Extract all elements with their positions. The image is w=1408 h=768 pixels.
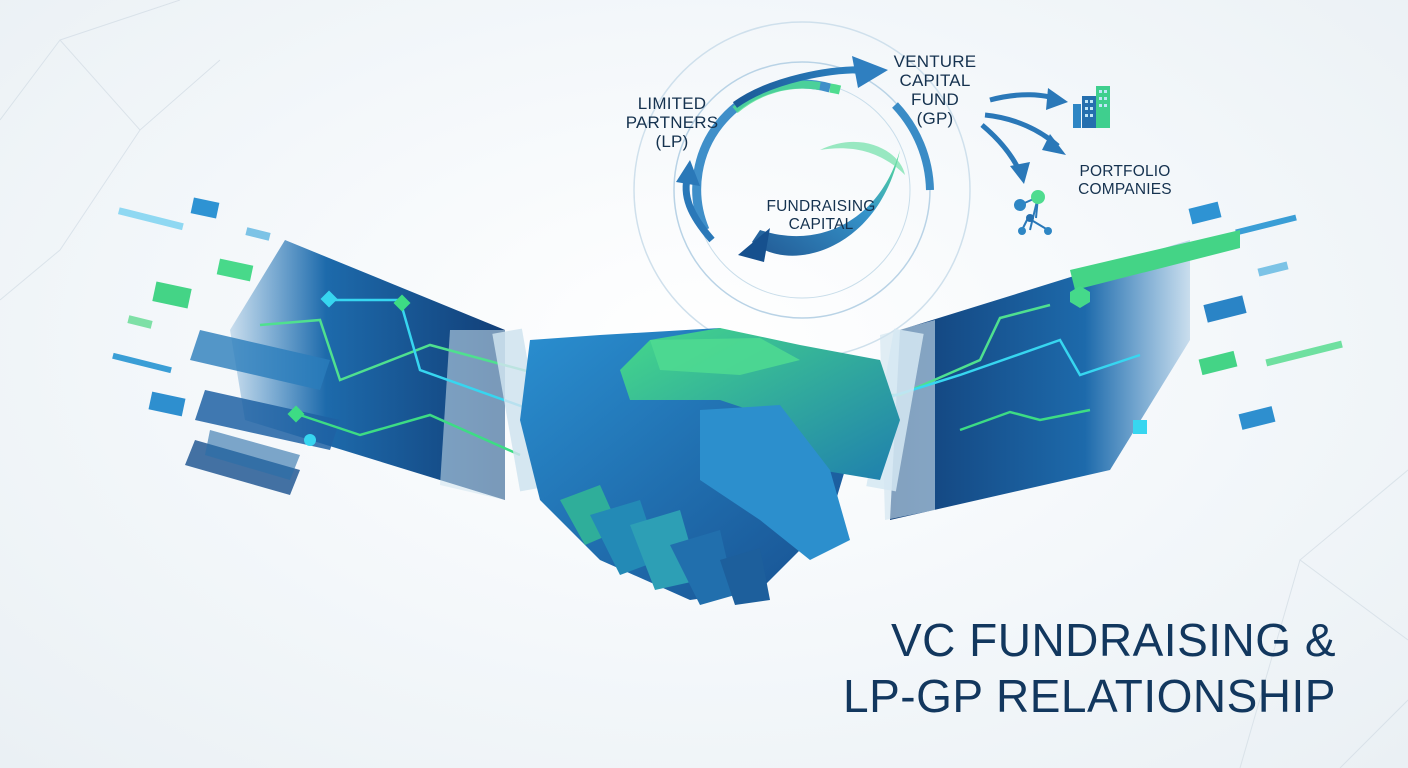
node-limited-partners: LIMITED PARTNERS (LP)	[625, 94, 719, 151]
handshake-illustration	[520, 328, 900, 605]
page-title: VC FUNDRAISING & LP-GP RELATIONSHIP	[843, 614, 1336, 722]
right-sleeve	[880, 201, 1343, 520]
buildings-icon	[1073, 86, 1110, 128]
node-portfolio-companies: PORTFOLIO COMPANIES	[1078, 163, 1172, 198]
node-venture-capital-fund: VENTURE CAPITAL FUND (GP)	[893, 52, 977, 128]
center-arrow-head	[738, 228, 770, 262]
node-fundraising-capital: FUNDRAISING CAPITAL	[766, 198, 876, 233]
gp-to-portfolio-arrows	[980, 88, 1068, 184]
cycle-rings	[633, 21, 971, 359]
network-nodes-icon	[1014, 190, 1052, 235]
